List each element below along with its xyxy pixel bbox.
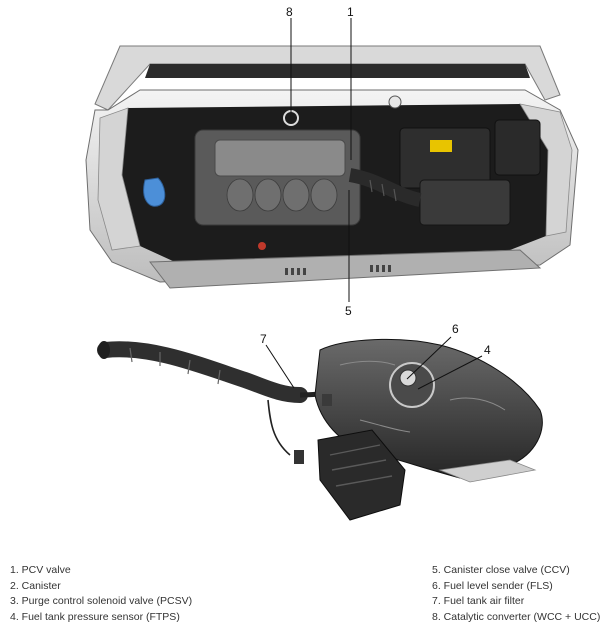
legend-item-1: 1. PCV valve	[10, 564, 71, 576]
battery	[399, 127, 491, 189]
callout-5: 5	[345, 304, 352, 318]
oil-cap	[258, 242, 266, 250]
tank-heat-shield	[438, 459, 537, 483]
legend-item-5: 5. Canister close valve (CCV)	[432, 564, 570, 576]
tank-ribs	[339, 360, 506, 433]
legend-item-7: 7. Fuel tank air filter	[432, 595, 525, 607]
hood-inner	[145, 64, 530, 78]
leader-lines-bottom	[265, 336, 483, 390]
legend-item-3: 3. Purge control solenoid valve (PCSV)	[10, 595, 193, 607]
legend-item-4: 4. Fuel tank pressure sensor (FTPS)	[10, 610, 180, 623]
right-fender	[519, 103, 573, 237]
fuse-box	[494, 119, 541, 176]
engine-bay-image	[85, 45, 579, 289]
filler-neck	[97, 341, 308, 403]
cylinder-head	[214, 139, 346, 177]
evap-diagram: 8 1 5 7 6 4	[85, 5, 579, 521]
coolant-reservoir	[143, 177, 166, 207]
battery-label	[430, 140, 452, 152]
legend-item-8: 8. Catalytic converter (WCC + UCC)	[432, 610, 601, 623]
air-filter-box	[419, 179, 511, 226]
intake-runners	[226, 178, 338, 212]
callout-1: 1	[347, 5, 354, 19]
legend-item-6: 6. Fuel level sender (FLS)	[432, 579, 553, 592]
callout-7: 7	[260, 332, 267, 346]
legend-right: 5. Canister close valve (CCV) 6. Fuel le…	[432, 563, 600, 625]
intake-hose	[348, 168, 422, 207]
line-connector	[322, 394, 332, 406]
callout-6: 6	[452, 322, 459, 336]
reservoir-cap	[388, 95, 402, 109]
grille-slots	[285, 265, 391, 275]
canister-ribs	[329, 444, 393, 487]
legend-left: 1. PCV valve 2. Canister 3. Purge contro…	[10, 563, 192, 625]
vapor-line	[267, 399, 291, 456]
legend-item-2: 2. Canister	[10, 579, 61, 592]
filler-neck-ribs	[129, 347, 221, 385]
callout-8: 8	[286, 5, 293, 19]
fuel-tank-image	[97, 338, 543, 521]
front-bumper	[149, 249, 542, 289]
left-fender	[97, 107, 141, 251]
ccv-connector	[294, 450, 304, 464]
callout-4: 4	[484, 343, 491, 357]
intake-hose-ribs	[369, 179, 397, 202]
filler-cap	[98, 341, 110, 359]
leader-lines-top	[290, 18, 352, 302]
